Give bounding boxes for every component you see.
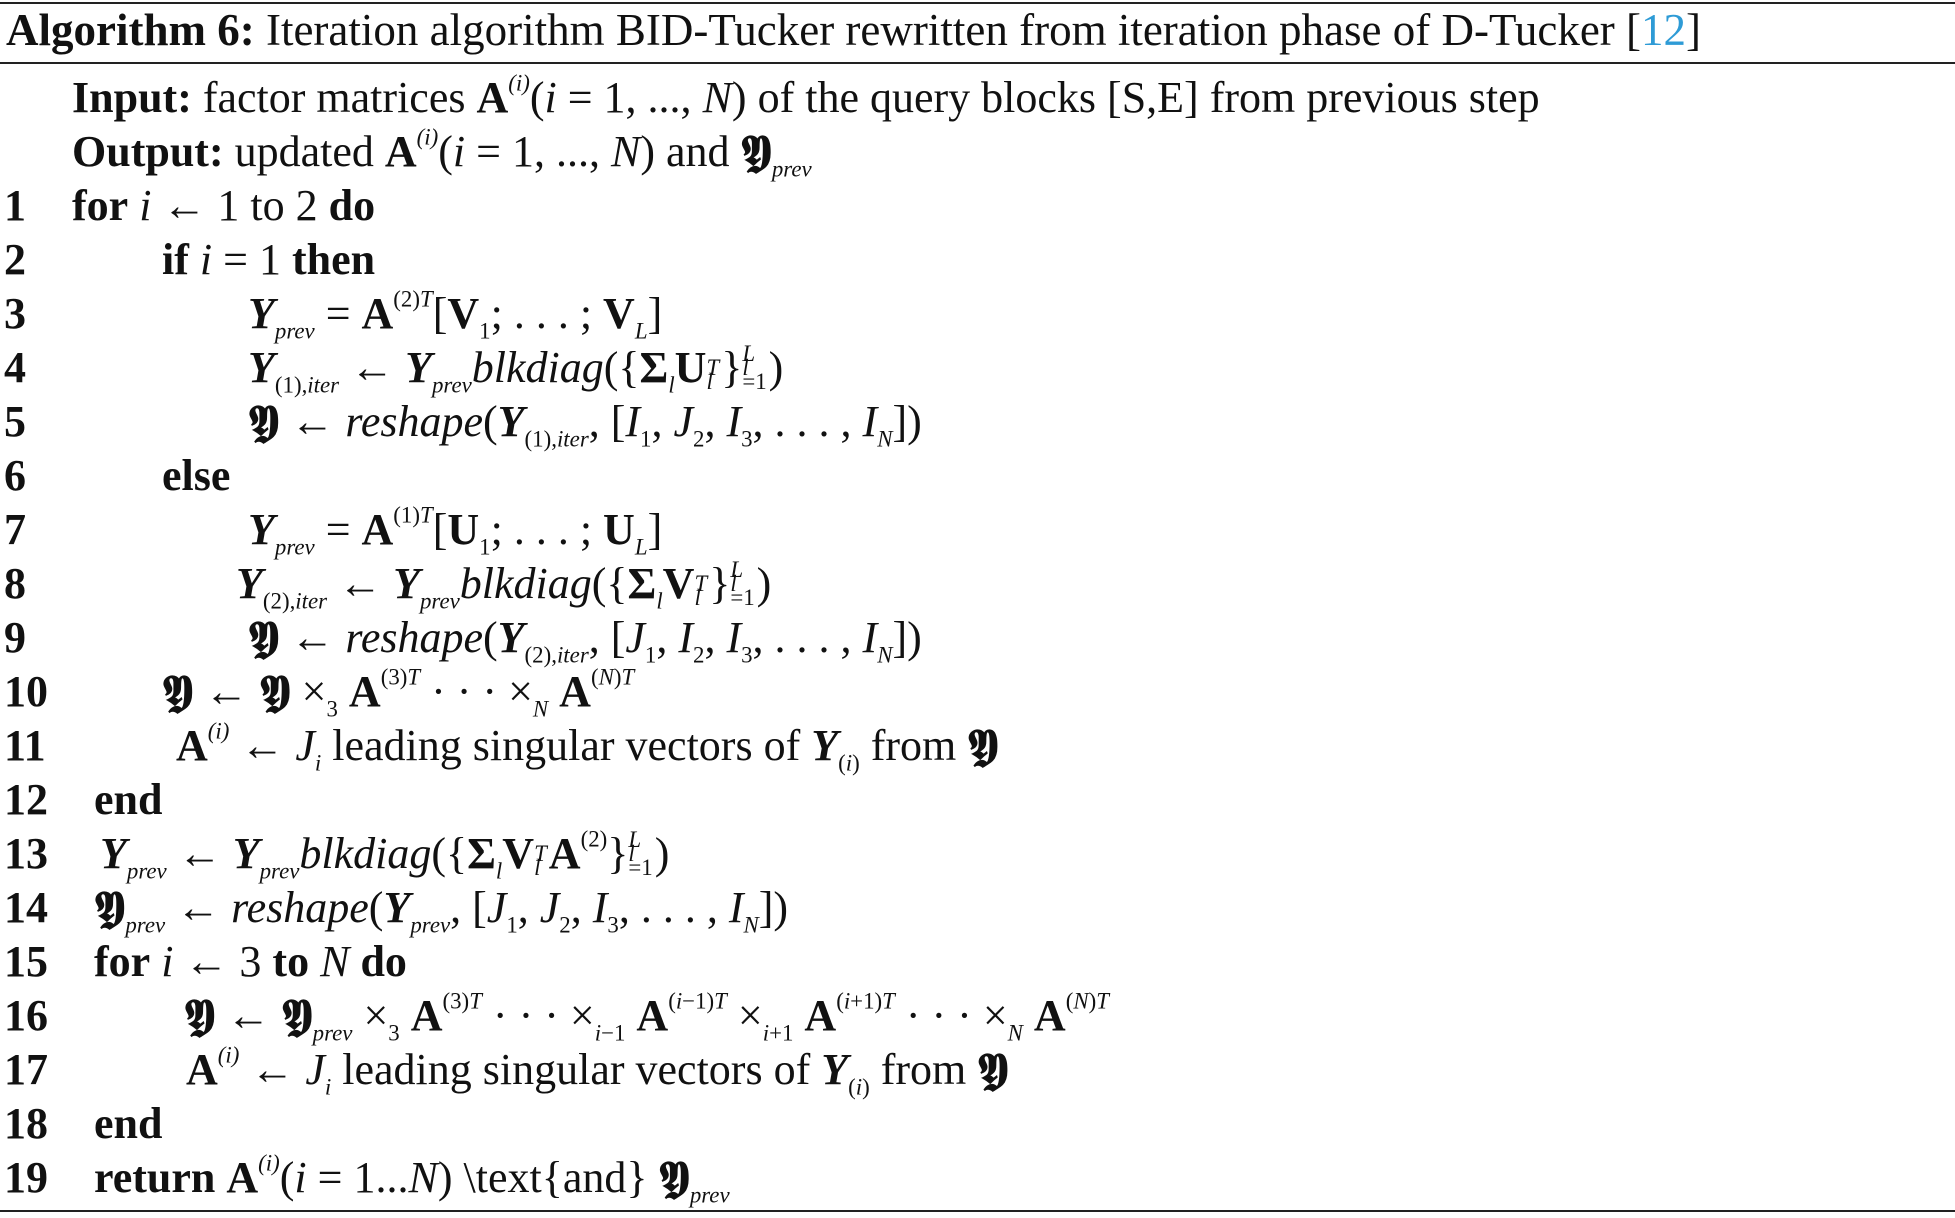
line-18: 18 end — [4, 1099, 163, 1148]
line-16: 16 𝖄 ← 𝖄prev ×3 A(3)T · · · ×i−1 A(i−1)T… — [4, 988, 1109, 1046]
output-label: Output: — [72, 127, 224, 176]
line-2: 2 if i = 1 then — [4, 235, 376, 284]
line-15: 15 for i ← 3 to N do — [4, 937, 407, 986]
caption-close: ] — [1686, 5, 1702, 55]
output-text-1: updated — [223, 127, 385, 176]
line-11: 11 A(i) ← Ji leading singular vectors of… — [4, 718, 999, 776]
input-label: Input: — [72, 73, 192, 122]
line-17: 17 A(i) ← Ji leading singular vectors of… — [4, 1042, 1009, 1100]
output-line: Output: updated A(i)(i = 1, ..., N) and … — [72, 124, 812, 182]
line-6: 6 else — [4, 451, 231, 500]
caption-text: Iteration algorithm BID-Tucker rewritten… — [254, 5, 1642, 55]
input-text-1: factor matrices — [191, 73, 477, 122]
caption-rule — [0, 62, 1955, 64]
line-7: 7 Yprev = A(1)T[U1; . . . ; UL] — [4, 502, 663, 560]
line-1: 1 for i ← 1 to 2 do — [4, 181, 376, 230]
line-12: 12 end — [4, 775, 163, 824]
input-text-2: of the query blocks [S,E] from previous … — [746, 73, 1540, 122]
top-rule — [0, 2, 1955, 4]
caption-label: Algorithm 6: — [6, 5, 255, 55]
line-10: 10 𝖄 ← 𝖄 ×3 A(3)T · · · ×N A(N)T — [4, 664, 635, 722]
bottom-rule — [0, 1210, 1955, 1212]
line-5: 5 𝖄 ← reshape(Y(1),iter, [I1, J2, I3, . … — [4, 396, 922, 452]
line-3: 3 Yprev = A(2)T[V1; . . . ; VL] — [4, 286, 663, 344]
input-line: Input: factor matrices A(i)(i = 1, ..., … — [72, 70, 1540, 122]
line-14: 14 𝖄prev ← reshape(Yprev, [J1, J2, I3, .… — [4, 882, 789, 938]
line-19: 19 return A(i)(i = 1...N) \text{and} 𝖄pr… — [4, 1150, 730, 1208]
output-text-2: and — [655, 127, 741, 176]
citation-link[interactable]: 12 — [1641, 5, 1687, 55]
line-9: 9 𝖄 ← reshape(Y(2),iter, [J1, I2, I3, . … — [4, 612, 922, 668]
algorithm-caption: Algorithm 6: Iteration algorithm BID-Tuc… — [6, 4, 1701, 56]
